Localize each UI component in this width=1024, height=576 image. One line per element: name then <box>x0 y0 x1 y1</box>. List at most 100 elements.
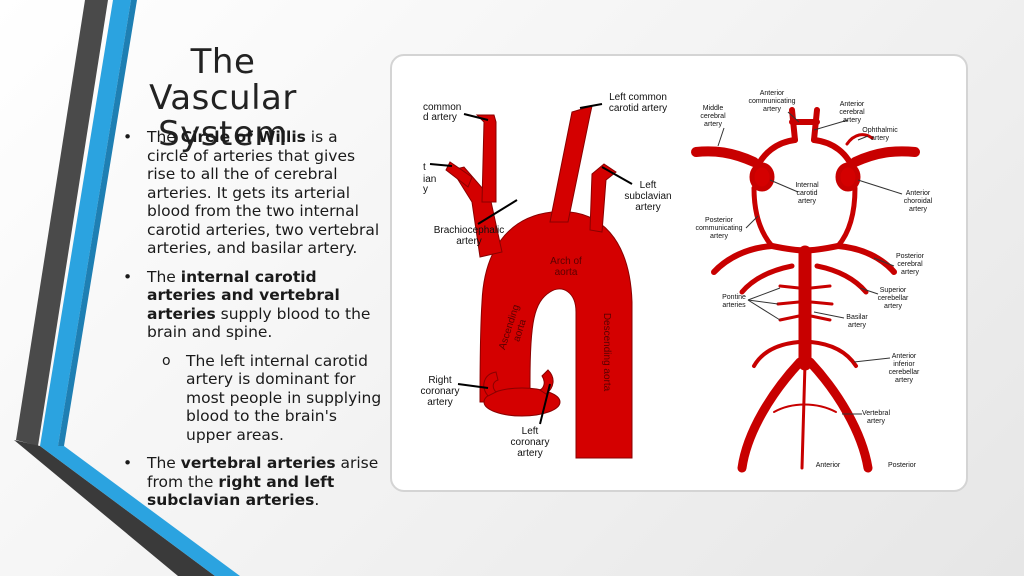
label-aca-1: Anterior <box>840 101 865 108</box>
bullet-circle-of-willis: The Circle of Willis is a circle of arte… <box>120 128 382 258</box>
label-right-subclavian-3: y <box>423 184 428 195</box>
label-achor-2: choroidal <box>904 198 933 205</box>
label-aica-3: cerebellar <box>889 369 920 376</box>
right-vertebral <box>805 357 873 473</box>
label-left-subclavian-3: artery <box>635 202 661 213</box>
label-right-coronary-1: Right <box>428 375 452 386</box>
right-subclavian-shape <box>445 161 473 188</box>
label-mca-1: Middle <box>703 105 724 112</box>
right-coronary-stub <box>483 371 499 397</box>
label-right-carotid-2: d artery <box>423 112 457 123</box>
pontine-branches <box>776 284 834 322</box>
label-acom-3: artery <box>763 106 781 113</box>
label-arch-2: aorta <box>555 267 578 278</box>
blue-stripe-bottom <box>40 446 240 576</box>
label-ica-1: Internal <box>795 182 819 189</box>
label-left-subclavian-1: Left <box>640 180 657 191</box>
leader-brachiocephalic <box>477 199 518 225</box>
label-left-coronary-2: coronary <box>511 437 550 448</box>
label-pcom-2: communicating <box>695 225 742 232</box>
leader-right-subclavian <box>429 163 453 167</box>
label-acom-1: Anterior <box>760 90 785 97</box>
circle-of-willis-illustration <box>691 107 920 473</box>
label-achor-1: Anterior <box>906 190 931 197</box>
aorta-labels: common d artery t ian y Brachiocephalic … <box>421 92 672 459</box>
left-vertebral <box>737 357 805 473</box>
right-posterior-cerebral <box>835 243 897 275</box>
label-pca-3: artery <box>901 269 919 276</box>
label-left-carotid-2: carotid artery <box>609 103 667 114</box>
right-aica <box>809 340 858 368</box>
right-carotid-shape <box>475 114 497 203</box>
label-mca-3: artery <box>704 121 722 128</box>
label-ophthalmic-1: Ophthalmic <box>862 127 898 134</box>
diagram-svg: common d artery t ian y Brachiocephalic … <box>421 90 933 473</box>
label-left-coronary-3: artery <box>517 448 543 459</box>
label-descending: Descending aorta <box>601 313 612 392</box>
bullet-vertebral: The vertebral arteries arise from the ri… <box>120 454 382 510</box>
label-basilar-2: artery <box>848 322 866 329</box>
label-basilar-1: Basilar <box>846 314 868 321</box>
aortic-root <box>483 387 561 417</box>
label-vertebral-2: artery <box>867 418 885 425</box>
label-acom-2: communicating <box>748 98 795 105</box>
label-sca-3: artery <box>884 303 902 310</box>
bullet-list: The Circle of Willis is a circle of arte… <box>120 128 382 520</box>
right-posterior-communicating <box>835 185 858 249</box>
label-right-subclavian-2: ian <box>423 174 436 185</box>
leader-right-coronary <box>457 383 489 389</box>
label-arch-1: Arch of <box>550 256 582 267</box>
label-sca-1: Superior <box>880 287 907 294</box>
vertebral-connector <box>773 403 837 413</box>
willis-leader-lines <box>717 111 903 415</box>
title-line-1: The Vascular <box>149 42 297 118</box>
bullet-internal-carotid: The internal carotid arteries and verteb… <box>120 268 382 342</box>
left-middle-cerebral <box>691 146 759 167</box>
ophthalmic-vessel <box>845 133 874 146</box>
label-right-subclavian-1: t <box>423 162 426 173</box>
leader-left-subclavian <box>601 166 633 185</box>
label-mca-2: cerebral <box>700 113 726 120</box>
leader-left-carotid <box>579 103 603 109</box>
label-aca-3: artery <box>843 117 861 124</box>
left-internal-carotid <box>749 162 775 192</box>
label-right-coronary-2: coronary <box>421 386 460 397</box>
right-middle-cerebral <box>850 146 920 167</box>
label-sca-2: cerebellar <box>878 295 909 302</box>
label-pcom-3: artery <box>710 233 728 240</box>
label-achor-3: artery <box>909 206 927 213</box>
left-posterior-cerebral <box>711 243 775 275</box>
label-brachiocephalic-2: artery <box>456 236 482 247</box>
dark-stripe-top <box>16 0 108 446</box>
label-aca-2: cerebral <box>839 109 865 116</box>
anterior-spinal <box>800 362 807 470</box>
label-left-coronary-1: Left <box>522 426 539 437</box>
left-subclavian-shape <box>589 163 617 233</box>
label-bottom-posterior: Posterior <box>888 462 917 469</box>
decorative-stripes <box>14 0 240 576</box>
anterior-cerebral-vessels <box>789 107 820 143</box>
label-aica-1: Anterior <box>892 353 917 360</box>
dark-stripe-bottom <box>14 440 215 576</box>
label-aica-2: inferior <box>893 361 915 368</box>
label-left-carotid-1: Left common <box>609 92 667 103</box>
leader-left-coronary <box>539 383 551 425</box>
diagram-panel: common d artery t ian y Brachiocephalic … <box>390 54 968 492</box>
leader-right-carotid <box>463 113 489 121</box>
label-ophthalmic-2: artery <box>871 135 889 142</box>
label-bottom-anterior: Anterior <box>816 462 841 469</box>
label-right-coronary-3: artery <box>427 397 453 408</box>
aorta-illustration <box>445 105 633 459</box>
left-coronary-stub <box>539 369 554 395</box>
blue-stripe <box>40 0 131 446</box>
label-pcom-1: Posterior <box>705 217 734 224</box>
label-right-carotid-1: common <box>423 102 461 113</box>
label-pca-1: Posterior <box>896 253 925 260</box>
label-vertebral-1: Vertebral <box>862 410 890 417</box>
left-aica <box>752 340 801 368</box>
sub-bullet-left-internal-carotid: The left internal carotid artery is domi… <box>120 352 382 445</box>
blue-stripe-shade <box>58 0 137 446</box>
label-ica-3: artery <box>798 198 816 205</box>
label-pontine-2: arteries <box>722 302 746 309</box>
label-ica-2: carotid <box>796 190 817 197</box>
